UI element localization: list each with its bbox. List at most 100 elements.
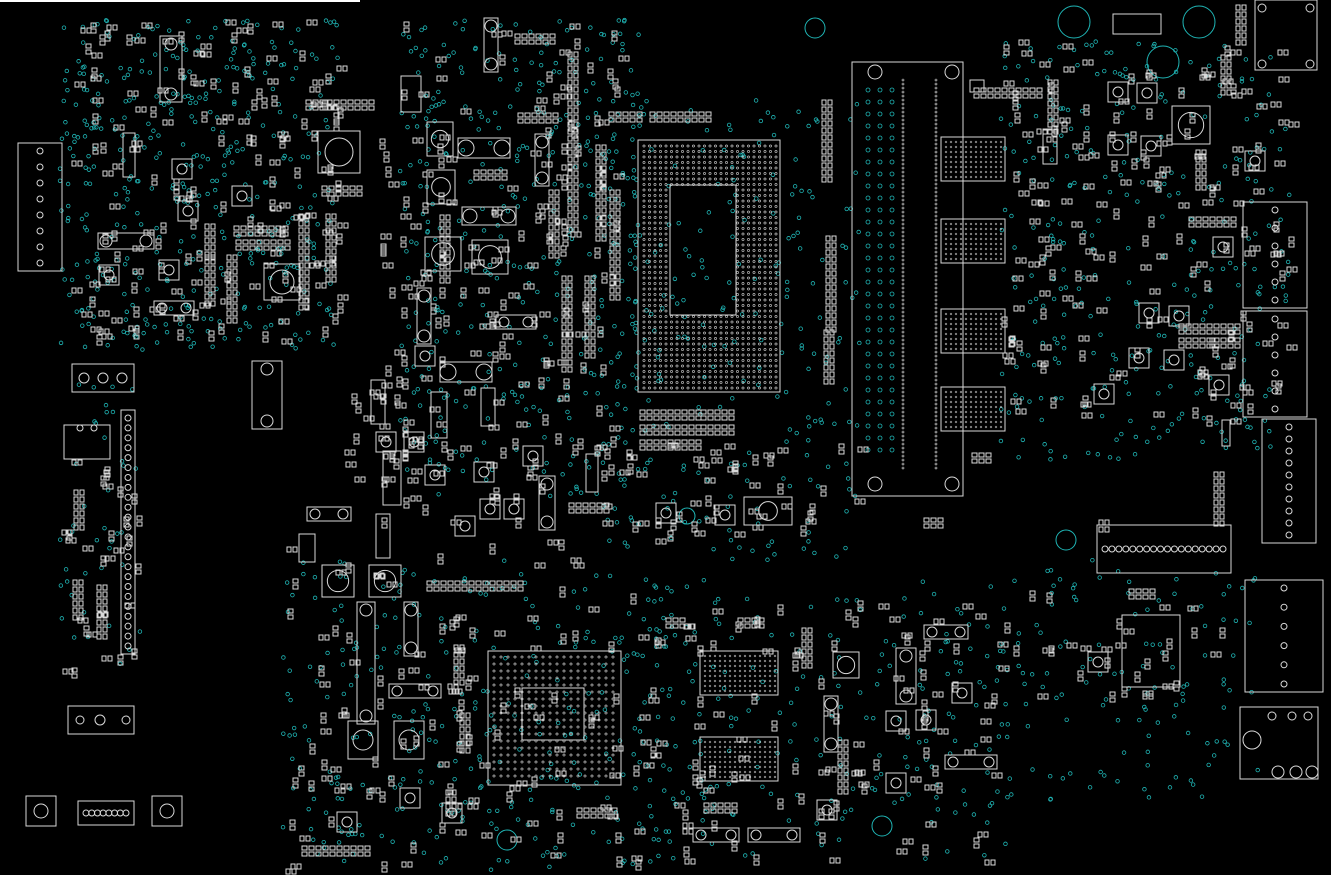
via [905, 764, 910, 769]
via [1068, 771, 1073, 776]
via [797, 246, 803, 251]
via [311, 255, 316, 261]
via [336, 840, 342, 845]
via [399, 343, 404, 349]
via [838, 763, 843, 768]
dram-ball [733, 679, 737, 683]
ball-pad [703, 359, 706, 362]
ball-pad [659, 243, 662, 247]
dram-ball [974, 410, 978, 414]
ball-pad [681, 375, 684, 379]
dram-ball [703, 684, 707, 688]
via [323, 117, 328, 123]
dram-ball [969, 150, 973, 154]
via [382, 613, 388, 618]
smd-pad [639, 415, 646, 421]
ball-pad [659, 359, 662, 362]
smd-passive [329, 845, 336, 857]
ball-pad [747, 320, 750, 324]
via [110, 384, 115, 390]
ball-pad [774, 386, 778, 390]
via [1028, 299, 1033, 305]
dram-ball [763, 679, 767, 683]
ball-pad [736, 348, 739, 351]
dimm-pin [934, 90, 938, 94]
via [459, 235, 465, 241]
smd-pad [575, 508, 582, 514]
via [94, 251, 100, 257]
ball-pad [769, 298, 772, 302]
ball-pad [541, 704, 545, 708]
smd-pad [674, 430, 681, 436]
ball-pad [741, 194, 745, 197]
ball-pad [736, 249, 739, 252]
ball-pad [562, 732, 566, 736]
ball-pad [741, 177, 745, 181]
dimm-pin [901, 454, 905, 458]
via [106, 623, 112, 629]
ball-pad [492, 676, 496, 680]
dram-ball [989, 242, 993, 246]
via [89, 126, 94, 131]
via [728, 127, 733, 132]
via [143, 317, 148, 322]
via [571, 760, 577, 765]
dram-ball [999, 415, 1003, 419]
via [728, 494, 733, 499]
via [806, 366, 811, 372]
smd-passive [688, 424, 695, 436]
via [1030, 767, 1035, 772]
via [728, 461, 734, 467]
via [1268, 444, 1273, 449]
ball-pad [752, 216, 756, 219]
via [556, 720, 561, 726]
via [692, 630, 697, 635]
ball-pad [562, 697, 566, 701]
dram-ball [708, 689, 712, 693]
smd-pad [705, 111, 712, 117]
smd-pad [994, 93, 1001, 99]
via [883, 639, 889, 644]
dram-ball [969, 317, 973, 321]
dram-ball [944, 227, 948, 231]
dram-ball [723, 770, 727, 774]
smd-pad [603, 508, 610, 514]
via [1163, 99, 1168, 104]
via [1118, 173, 1123, 178]
dram-ball [758, 669, 762, 673]
ball-pad [774, 177, 778, 181]
via [599, 303, 605, 309]
small-ic [336, 811, 358, 833]
connector-outline [1096, 524, 1232, 574]
ball-pad [747, 386, 750, 390]
via [804, 453, 810, 458]
smd-pad [660, 445, 667, 451]
smd-passive [342, 185, 349, 197]
via [614, 384, 620, 389]
via [405, 467, 410, 472]
dram-ball [773, 689, 777, 693]
via [1050, 177, 1055, 182]
ball-pad [611, 669, 615, 673]
ball-pad [659, 348, 662, 351]
via [1283, 126, 1288, 132]
ball-pad [492, 704, 496, 708]
ball-pad [714, 331, 717, 335]
via [854, 102, 860, 107]
ball-pad [576, 732, 580, 736]
ball-pad [664, 150, 668, 153]
component-layer[interactable] [17, 0, 1324, 875]
dram-ball [763, 659, 767, 663]
ball-pad [736, 320, 739, 324]
via [585, 629, 590, 635]
via [737, 545, 742, 550]
via [743, 853, 748, 858]
via [1088, 313, 1093, 319]
ball-pad [708, 331, 712, 335]
smd-pad [549, 39, 556, 45]
via [59, 136, 65, 141]
via [1119, 431, 1124, 437]
ball-pad [747, 271, 750, 274]
